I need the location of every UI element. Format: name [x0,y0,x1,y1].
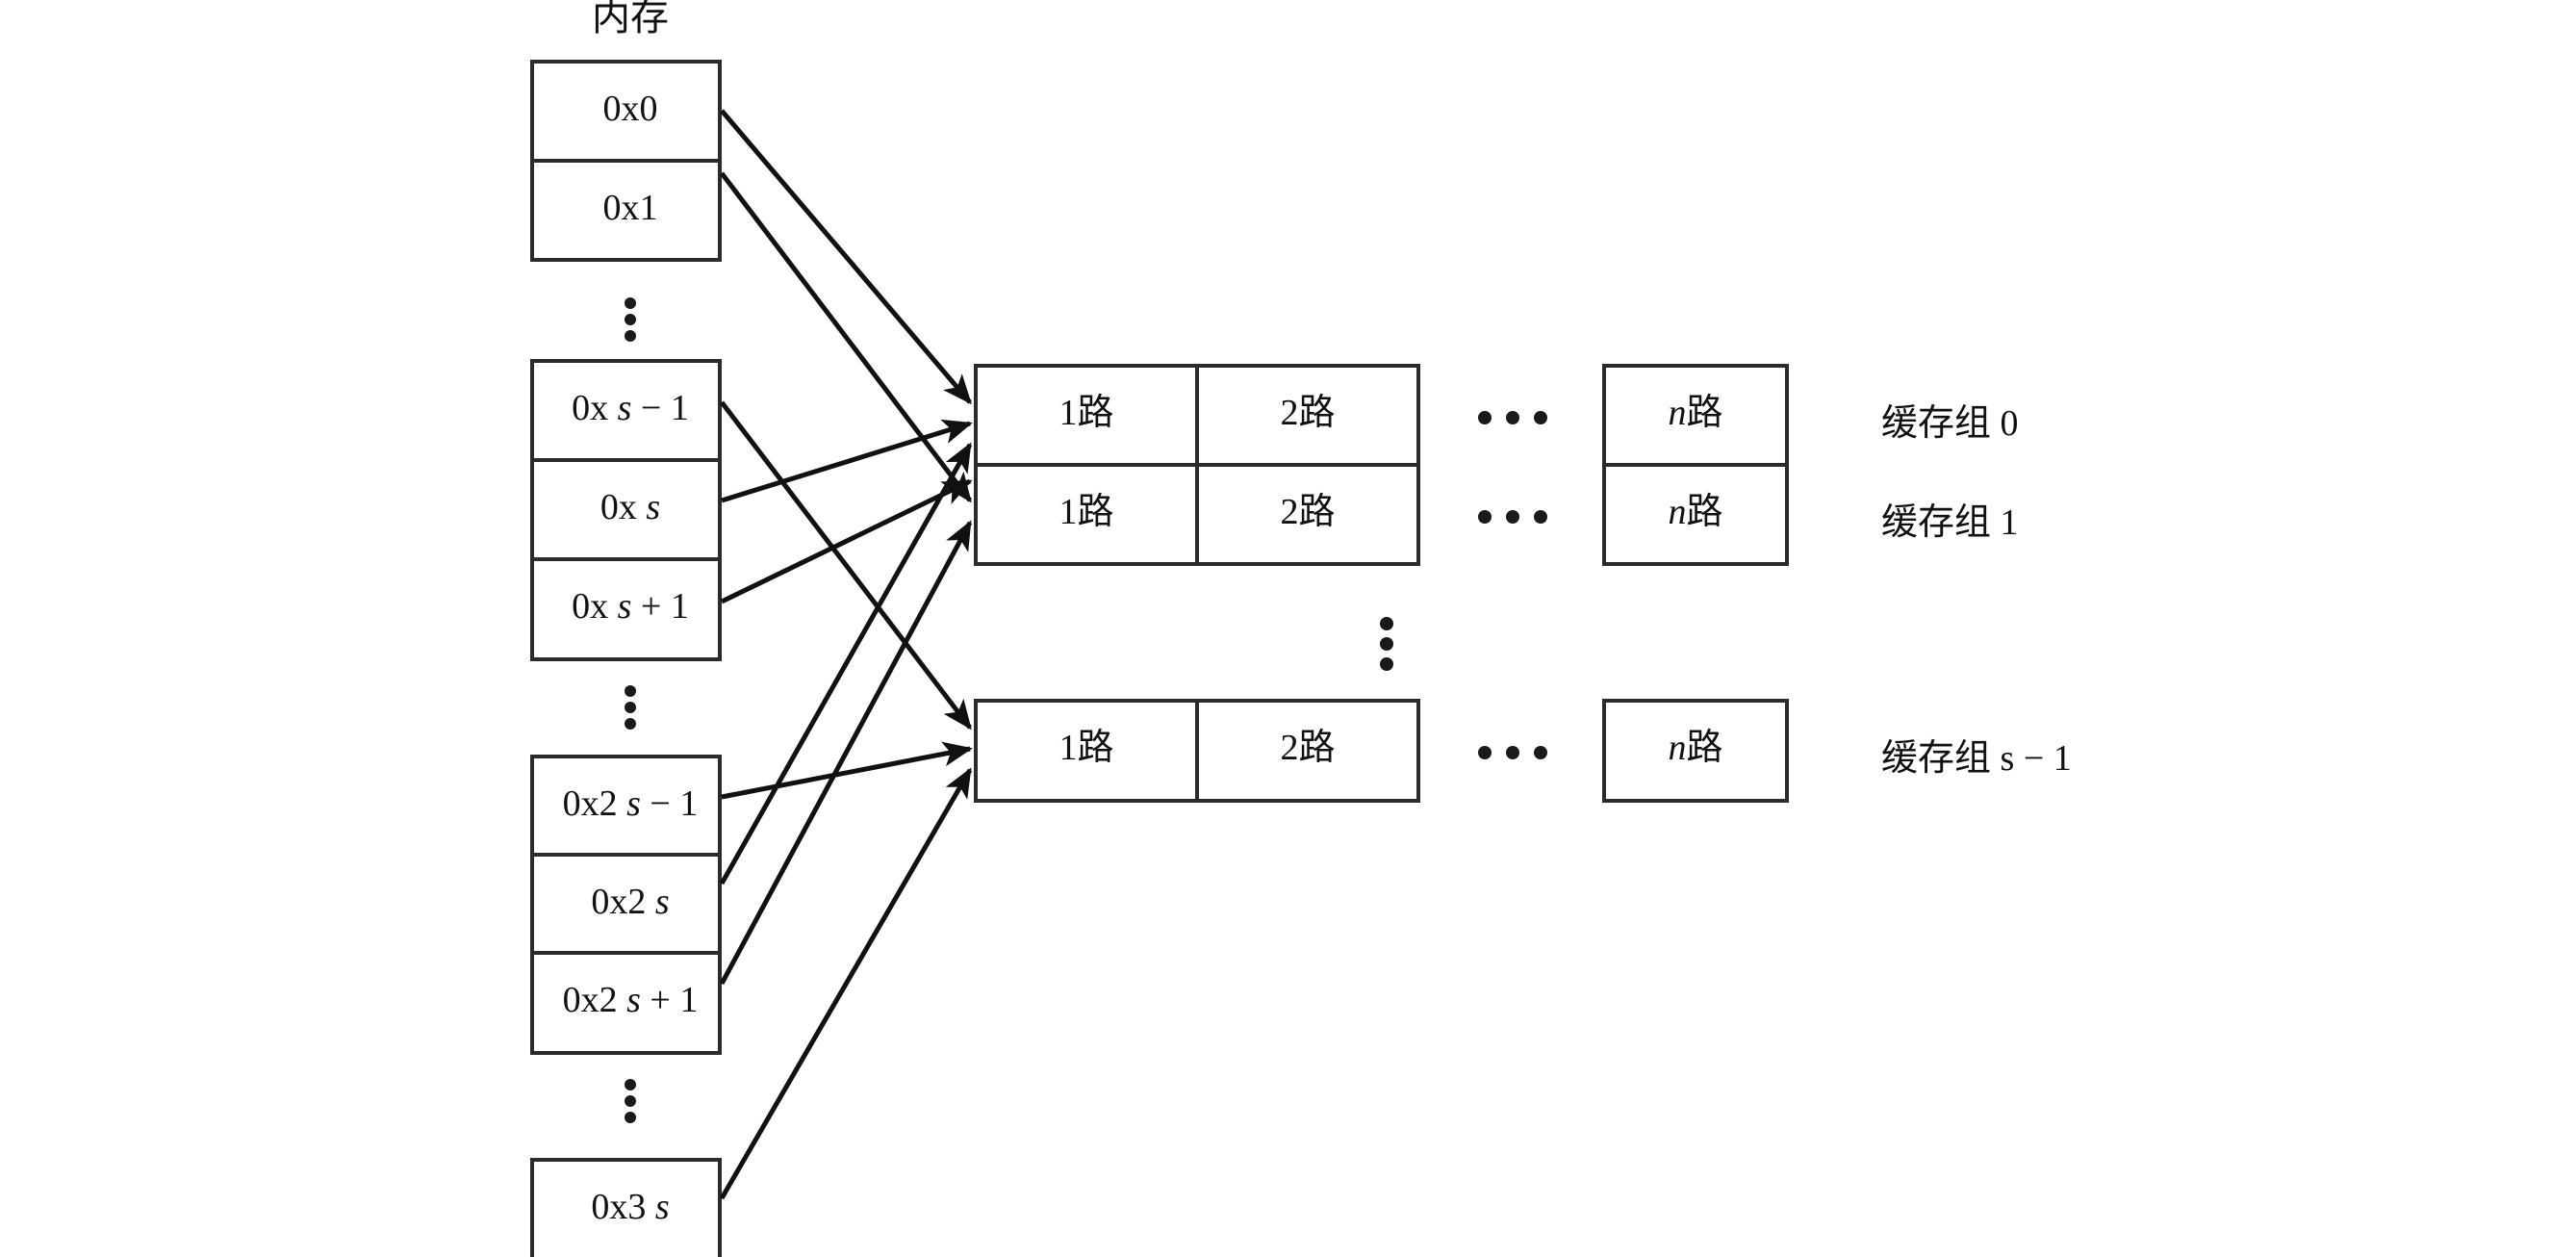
memory-cell-0xs: 0x s [600,487,660,527]
cache-row-0-horizontal-ellipsis [1478,411,1547,424]
memory-vertical-ellipsis-3 [625,1079,636,1123]
cache-set-label-last: 缓存组 s − 1 [1881,738,2072,779]
cache-row-1-horizontal-ellipsis [1478,510,1547,524]
arrow-0x1-to-set1 [720,171,972,503]
cache-set-label-0: 缓存组 0 [1881,403,2019,444]
memory-cell-0x2s-plus-1: 0x2 s + 1 [563,980,699,1020]
cache-row-last-way-n: n路 [1668,728,1722,768]
arrow-0x2s-to-set0 [719,442,973,885]
arrow-0x2s-plus-1-to-set1 [719,520,973,986]
cache-vertical-ellipsis [1380,617,1393,671]
memory-cell-0xs-minus-1: 0x s − 1 [572,388,689,428]
cache-nway-block-bottom: n路 [1602,699,1789,803]
arrow-0x0-to-set0 [720,109,972,405]
cache-row-last-way-2: 2路 [1280,728,1335,768]
cache-row-0-way-1: 1路 [1058,393,1113,433]
arrow-0x2s-minus-1-to-setlast [721,741,973,800]
cache-set-label-1: 缓存组 1 [1881,502,2019,543]
memory-cell-0x0: 0x0 [603,89,658,129]
cache-row-0-way-2: 2路 [1280,393,1335,433]
cache-nway-block-top: n路 n路 [1602,364,1789,566]
cache-row-1-way-n: n路 [1668,492,1722,532]
memory-group-2: 0x2 s − 1 0x2 s 0x2 s + 1 [530,755,722,1055]
arrow-0xs-minus-1-to-setlast [720,400,972,731]
memory-cell-0x2s: 0x2 s [591,882,669,922]
cache-set-block-top: 1路 2路 1路 2路 [974,364,1420,566]
memory-title: 内存 [592,0,669,38]
arrow-0x3s-to-setlast [719,767,973,1200]
memory-group-0: 0x0 0x1 [530,60,722,262]
memory-group-3: 0x3 s [530,1158,722,1257]
memory-cell-0x1: 0x1 [603,188,658,228]
memory-vertical-ellipsis-1 [625,297,636,342]
memory-group-2-outline [530,755,722,1055]
memory-cell-0x2s-minus-1: 0x2 s − 1 [563,783,699,824]
arrow-0xs-plus-1-to-set1 [720,478,973,604]
memory-vertical-ellipsis-2 [625,685,636,730]
cache-row-last-horizontal-ellipsis [1478,746,1547,759]
memory-cell-0xs-plus-1: 0x s + 1 [572,586,689,627]
memory-group-3-outline [530,1158,722,1257]
memory-group-1: 0x s − 1 0x s 0x s + 1 [530,359,722,661]
memory-cell-0x3s: 0x3 s [591,1187,669,1227]
arrow-0xs-to-set0 [721,419,973,503]
cache-row-1-way-1: 1路 [1058,492,1113,532]
cache-set-block-bottom: 1路 2路 [974,699,1420,803]
memory-group-1-outline [530,359,722,661]
cache-row-0-way-n: n路 [1668,393,1722,433]
cache-nway-row-last-outline [1602,699,1789,803]
mapping-arrows [719,109,973,1200]
cache-row-last-way-1: 1路 [1058,728,1113,768]
cache-row-1-way-2: 2路 [1280,492,1335,532]
